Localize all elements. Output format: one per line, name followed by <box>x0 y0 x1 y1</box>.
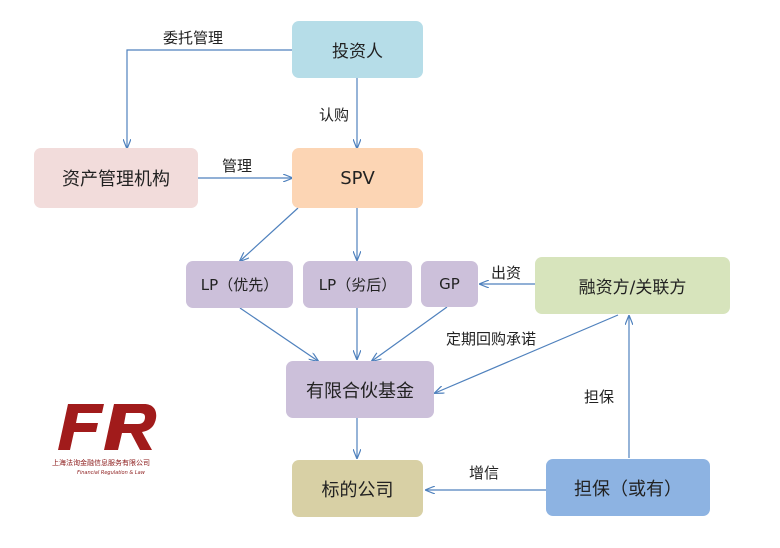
edge-label-contribute: 出资 <box>491 264 522 282</box>
logo-company-name: 上海法询金融信息服务有限公司 <box>52 459 150 467</box>
guarantee-label: 担保（或有） <box>574 478 682 500</box>
target-node: 标的公司 <box>292 460 423 517</box>
gp-node: GP <box>421 261 478 307</box>
edge-gp-fund <box>372 306 448 361</box>
asset-manager-node: 资产管理机构 <box>34 148 198 208</box>
lp-junior-label: LP（劣后） <box>318 276 397 294</box>
edge-label-subscribe: 认购 <box>319 106 350 124</box>
edge-label-manage: 管理 <box>222 157 253 175</box>
fund-label: 有限合伙基金 <box>306 380 414 402</box>
edge-label-guarantee: 担保 <box>584 388 615 406</box>
investor-label: 投资人 <box>332 42 383 62</box>
gp-label: GP <box>439 275 460 293</box>
edge-lp-senior-fund <box>239 307 318 361</box>
lp-senior-label: LP（优先） <box>200 276 279 294</box>
edge-label-credit-enhance: 增信 <box>469 464 500 482</box>
fund-node: 有限合伙基金 <box>286 361 434 418</box>
spv-label: SPV <box>340 167 375 189</box>
guarantee-node: 担保（或有） <box>546 459 710 516</box>
logo-tagline: Financial Regulation & Law <box>77 470 145 476</box>
lp-senior-node: LP（优先） <box>186 261 293 308</box>
investor-node: 投资人 <box>292 21 423 78</box>
asset-manager-label: 资产管理机构 <box>62 169 170 190</box>
edge-label-entrust: 委托管理 <box>163 29 224 47</box>
edge-entrust <box>127 49 293 148</box>
edge-repurchase <box>435 314 619 393</box>
lp-junior-node: LP（劣后） <box>303 261 412 308</box>
financier-node: 融资方/关联方 <box>535 257 730 314</box>
target-label: 标的公司 <box>321 479 394 501</box>
fr-logo <box>58 404 157 450</box>
edge-label-repurchase: 定期回购承诺 <box>446 330 537 348</box>
spv-node: SPV <box>292 148 423 208</box>
financier-label: 融资方/关联方 <box>578 278 687 298</box>
edge-spv-lp-senior <box>240 207 299 261</box>
